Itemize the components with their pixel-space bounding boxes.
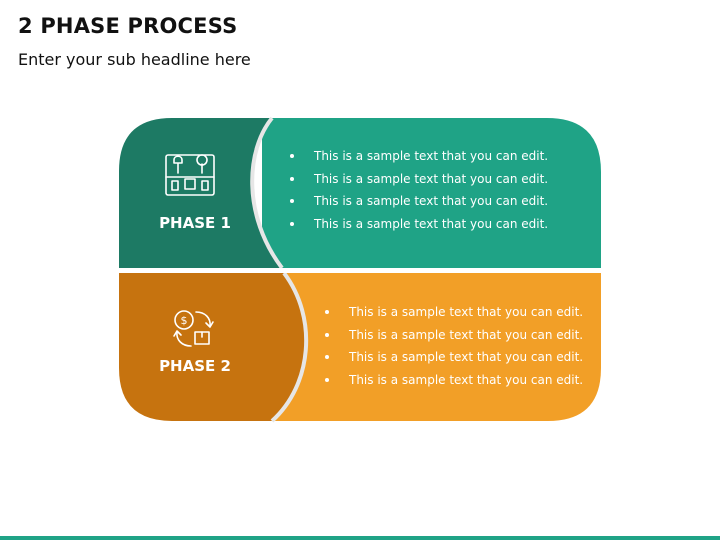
wave-divider-top (250, 116, 284, 270)
footer-bar (0, 536, 720, 540)
phase1-header-panel (119, 118, 282, 268)
list-item: This is a sample text that you can edit. (323, 324, 583, 347)
list-item: This is a sample text that you can edit. (288, 190, 548, 213)
toolbox-icon (165, 154, 215, 196)
list-item: This is a sample text that you can edit. (288, 145, 548, 168)
list-item: This is a sample text that you can edit. (323, 369, 583, 392)
horizontal-divider (119, 268, 601, 273)
phase2-bullet-list: This is a sample text that you can edit.… (323, 301, 583, 392)
phase1-content-panel (262, 118, 601, 268)
list-item: This is a sample text that you can edit. (323, 346, 583, 369)
phase2-header-panel (119, 273, 307, 421)
wave-divider-bottom (270, 271, 309, 423)
money-exchange-icon: $ (173, 310, 214, 347)
svg-text:$: $ (181, 314, 188, 327)
page-title: 2 PHASE PROCESS (18, 14, 238, 38)
phase1-label: PHASE 1 (159, 214, 231, 232)
list-item: This is a sample text that you can edit. (323, 301, 583, 324)
phase2-label: PHASE 2 (159, 357, 231, 375)
phase2-content-panel (262, 273, 601, 421)
page-subtitle: Enter your sub headline here (18, 50, 251, 69)
list-item: This is a sample text that you can edit. (288, 168, 548, 191)
list-item: This is a sample text that you can edit. (288, 213, 548, 236)
phase1-bullet-list: This is a sample text that you can edit.… (288, 145, 548, 236)
